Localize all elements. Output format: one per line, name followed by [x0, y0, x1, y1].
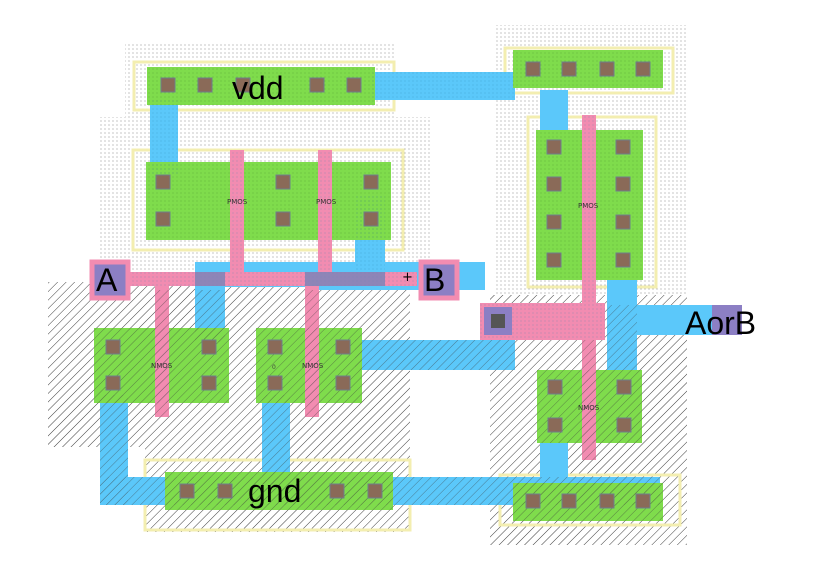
device-label-pmos-left-2: PMOS	[316, 198, 337, 206]
zero-mark: 0	[272, 364, 276, 371]
vdd-rail-label: vdd	[232, 70, 284, 106]
pin-out-marker	[712, 305, 742, 335]
pin-markers	[89, 259, 742, 335]
plus-mark: +	[402, 270, 413, 285]
pin-b-label: B	[424, 262, 445, 298]
device-label-pmos-left-1: PMOS	[227, 198, 248, 206]
pin-a-marker	[89, 259, 131, 301]
device-label-nmos-left-2: NMOS	[302, 362, 324, 370]
device-label-pmos-right: PMOS	[578, 202, 599, 210]
poly-contact	[484, 307, 512, 335]
gnd-rail-label: gnd	[248, 473, 301, 509]
pin-out-label: AorB	[685, 305, 756, 341]
contacts	[105, 61, 651, 509]
pin-a-label: A	[96, 262, 118, 298]
pin-b-marker	[418, 259, 460, 301]
device-label-nmos-left-1: NMOS	[151, 362, 173, 370]
device-label-nmos-right: NMOS	[578, 404, 600, 412]
